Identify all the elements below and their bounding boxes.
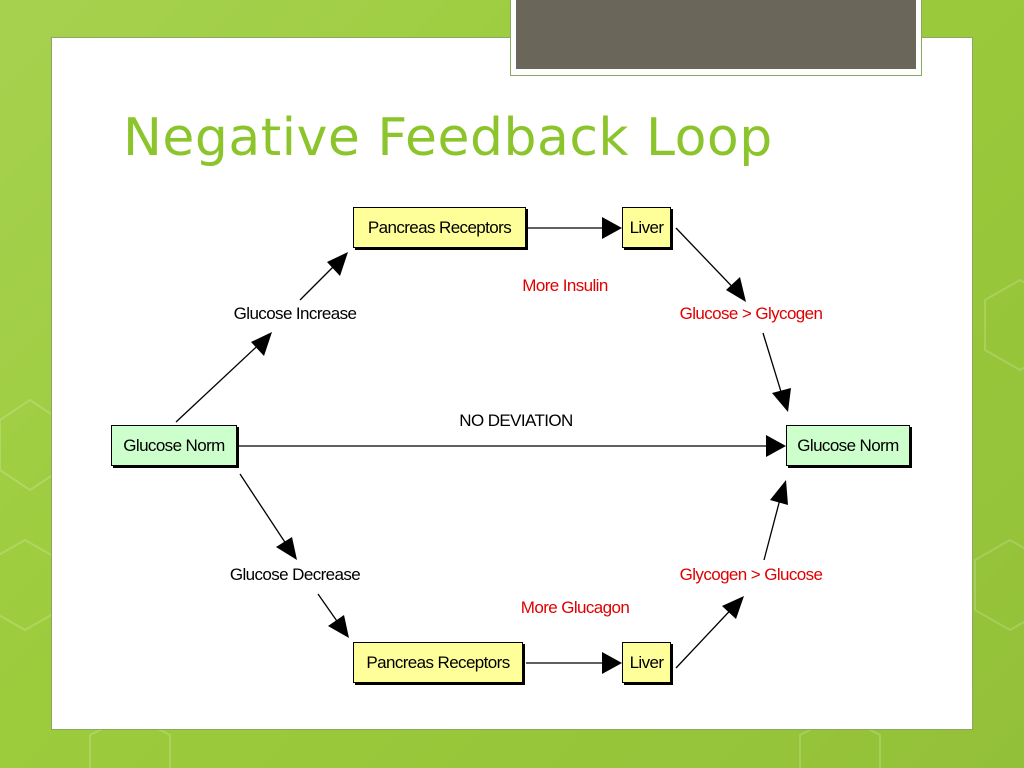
node-glucose-norm-right-label: Glucose Norm xyxy=(797,435,899,455)
node-glucose-norm-left-label: Glucose Norm xyxy=(123,435,225,455)
arrowhead-glycogen-norm xyxy=(772,388,791,412)
node-liver-bottom-label: Liver xyxy=(629,652,664,672)
accent-tab xyxy=(510,0,922,76)
arrow-norm-to-increase xyxy=(175,335,269,423)
arrowhead-norm-decrease xyxy=(276,537,297,560)
arrowhead-glucose-norm xyxy=(770,480,788,505)
node-liver-top: Liver xyxy=(622,207,671,248)
arrowhead-pancreas-liver-top xyxy=(602,217,622,239)
label-glucose-decrease: Glucose Decrease xyxy=(229,565,361,584)
node-pancreas-receptors-bottom: Pancreas Receptors xyxy=(353,642,523,683)
node-pancreas-top-label: Pancreas Receptors xyxy=(367,217,512,237)
node-glucose-norm-right: Glucose Norm xyxy=(786,425,910,466)
node-liver-bottom: Liver xyxy=(622,642,671,683)
node-glucose-norm-left: Glucose Norm xyxy=(111,425,237,466)
arrowhead-liver-glycogen xyxy=(726,277,746,302)
arrowhead-no-deviation-tip xyxy=(766,435,786,457)
label-glycogen-to-glucose: Glycogen > Glucose xyxy=(679,565,823,584)
label-glucose-to-glycogen: Glucose > Glycogen xyxy=(679,304,823,323)
arrowhead-liver-glucose xyxy=(722,596,744,619)
label-glucose-increase: Glucose Increase xyxy=(233,304,357,323)
slide-content-panel xyxy=(51,37,973,730)
label-more-insulin: More Insulin xyxy=(522,276,608,295)
accent-tab-fill xyxy=(516,0,916,69)
arrowhead-norm-increase xyxy=(251,332,272,356)
node-pancreas-receptors-top: Pancreas Receptors xyxy=(353,207,526,248)
arrowhead-decrease-pancreas xyxy=(328,615,349,638)
arrowhead-pancreas-liver-bottom xyxy=(602,652,622,674)
slide-title: Negative Feedback Loop xyxy=(123,108,773,168)
label-no-deviation: NO DEVIATION xyxy=(459,411,573,430)
arrowhead-increase-pancreas xyxy=(327,252,348,276)
label-more-glucagon: More Glucagon xyxy=(520,598,630,617)
node-pancreas-bottom-label: Pancreas Receptors xyxy=(366,652,510,672)
node-liver-top-label: Liver xyxy=(629,217,664,237)
